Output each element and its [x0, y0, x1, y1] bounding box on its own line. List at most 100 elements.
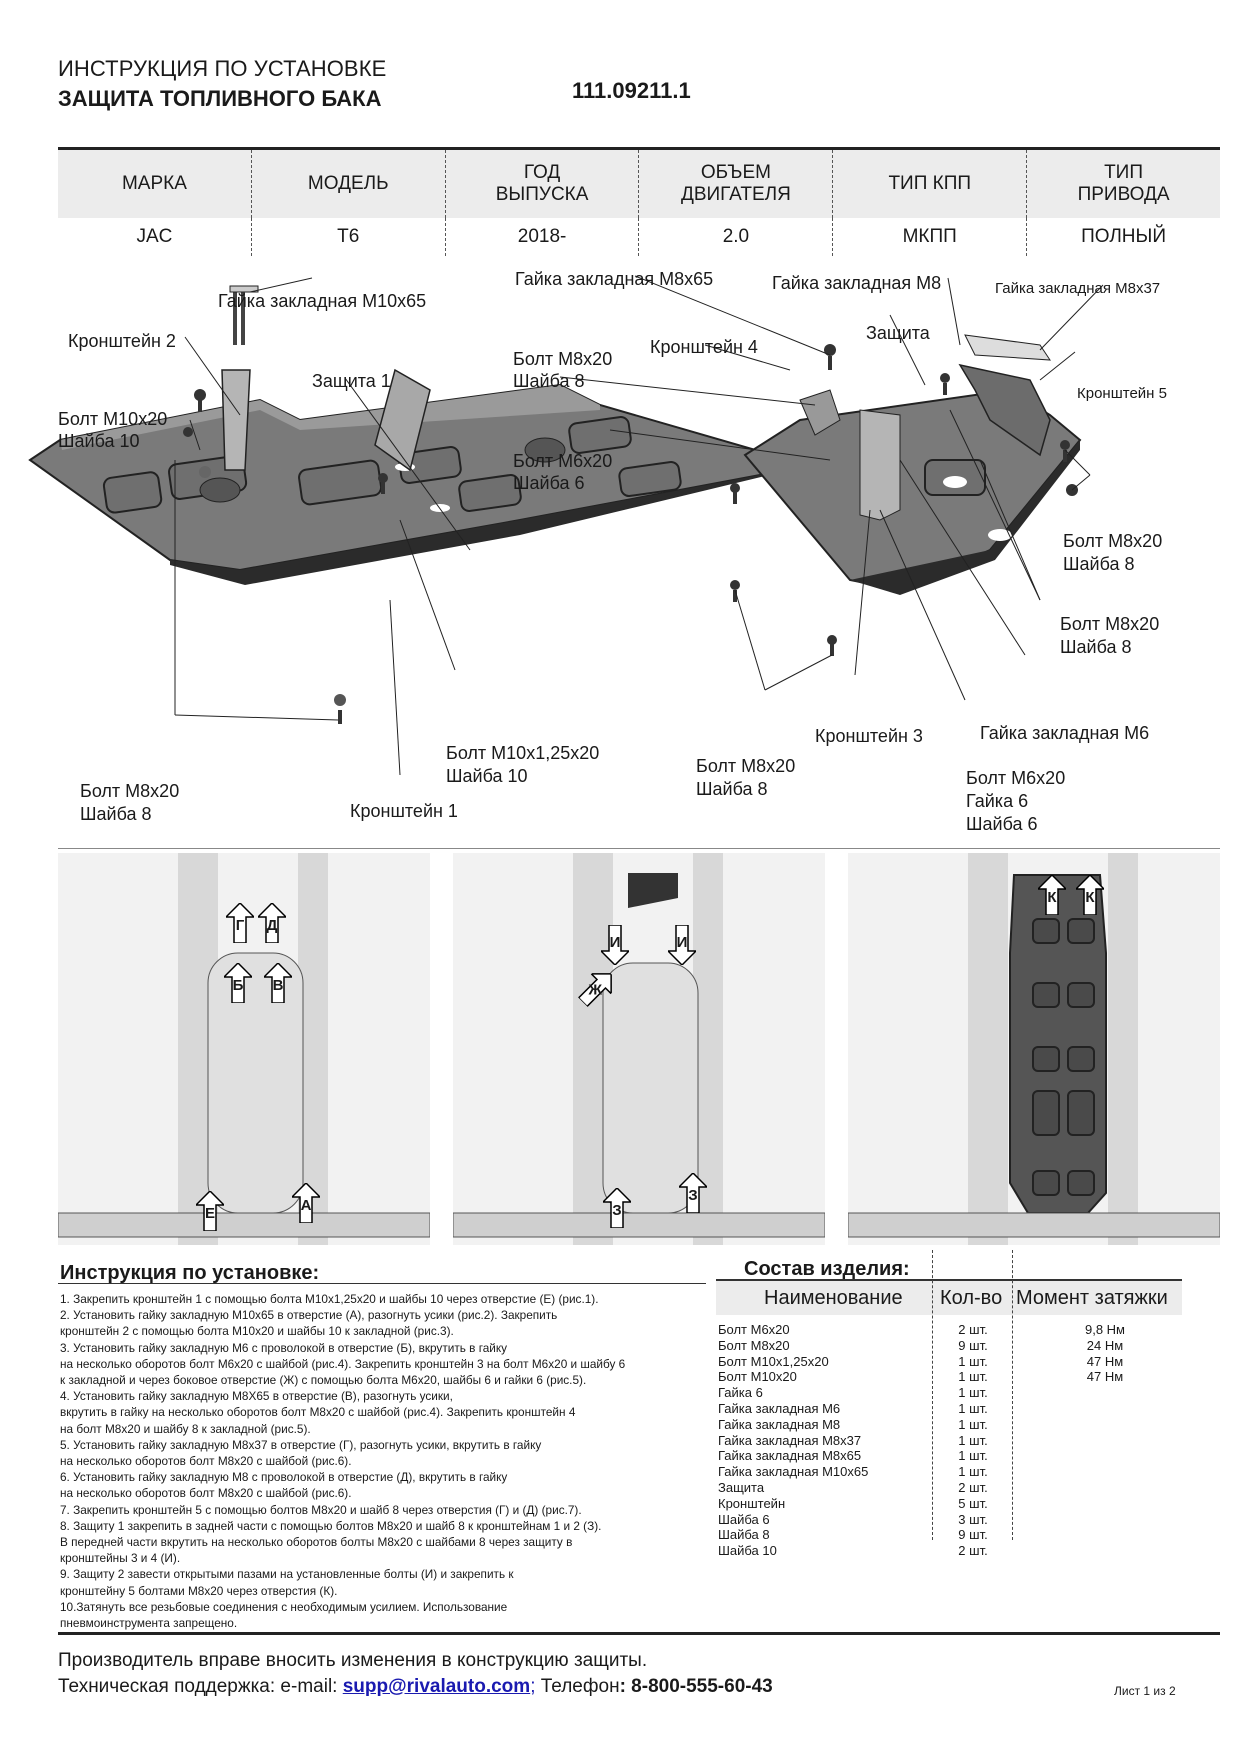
instruction-line: к закладной и через боковое отверстие (Ж…	[60, 1373, 587, 1388]
phone-label: Телефон	[535, 1676, 620, 1697]
label-washer-8-e: Шайба 8	[80, 804, 152, 824]
component-qty: 1 шт.	[958, 1353, 988, 1369]
label-washer-6-a: Шайба 6	[513, 473, 585, 493]
label-bolt-m10x20: Болт М10х20	[58, 409, 168, 429]
component-name: Шайба 8	[718, 1527, 770, 1543]
marker-arrow-k-right: К	[1074, 873, 1106, 916]
component-qty: 1 шт.	[958, 1385, 988, 1401]
component-name: Защита	[718, 1479, 765, 1495]
label-bracket-3: Кронштейн 3	[815, 726, 923, 746]
label-nut-m8x65: Гайка закладная М8х65	[515, 269, 714, 289]
marker-arrow-a: А	[290, 1181, 322, 1224]
component-qty: 9 шт.	[958, 1337, 988, 1353]
vehicle-spec-table: МАРКА МОДЕЛЬ ГОД ВЫПУСКА ОБЪЕМ ДВИГАТЕЛЯ…	[58, 150, 1220, 256]
label-bracket-4: Кронштейн 4	[650, 337, 758, 357]
label-bolt-m6x20-a: Болт М6х20	[513, 451, 613, 471]
label-washer-8-c: Шайба 8	[1060, 637, 1132, 657]
label-nut-m8x37: Гайка закладная М8х37	[995, 280, 1161, 297]
component-torque: 47 Нм	[1086, 1369, 1124, 1385]
component-torque: 47 Нм	[1086, 1353, 1124, 1369]
label-shield: Защита	[866, 323, 930, 343]
label-bolt-m8x20-a: Болт М8х20	[513, 349, 613, 369]
instruction-line: 8. Защиту 1 закрепить в задней части с п…	[60, 1518, 602, 1533]
spec-year: 2018-	[444, 218, 639, 256]
label-nut-m8: Гайка закладная М8	[772, 273, 942, 293]
component-qty: 1 шт.	[958, 1432, 988, 1448]
component-name: Гайка закладная М8х37	[718, 1432, 862, 1448]
component-name: Гайка закладная М10х65	[718, 1464, 869, 1480]
spec-drive: ПОЛНЫЙ	[1026, 218, 1220, 256]
instructions-rule	[58, 1283, 706, 1284]
instruction-line: 2. Установить гайку закладную М10х65 в о…	[60, 1308, 558, 1323]
support-line: Техническая поддержка: e-mail: supp@riva…	[58, 1676, 773, 1698]
component-name: Гайка закладная М8	[718, 1416, 841, 1432]
photo-step-b: И И Ж З З	[453, 853, 825, 1245]
instruction-line: 5. Установить гайку закладную М8х37 в от…	[60, 1437, 542, 1452]
label-bolt-m10x125x20: Болт М10х1,25х20	[446, 743, 600, 763]
marker-arrow-g: Г	[224, 901, 256, 944]
component-name: Гайка закладная М6	[718, 1400, 841, 1416]
label-shield-1: Защита 1	[312, 371, 391, 391]
components-rule	[716, 1279, 1182, 1281]
instruction-line: вкрутить в гайку на несколько оборотов б…	[60, 1405, 576, 1420]
component-name: Болт М8х20	[718, 1337, 790, 1353]
component-name: Шайба 6	[718, 1511, 770, 1527]
marker-arrow-k-left: К	[1036, 873, 1068, 916]
spec-brand: JAC	[136, 226, 173, 247]
product-title: ЗАЩИТА ТОПЛИВНОГО БАКА	[58, 86, 382, 111]
instruction-line: кронштейны 3 и 4 (И).	[60, 1551, 181, 1566]
marker-arrow-zh: Ж	[573, 964, 621, 1012]
spec-header-engine: ОБЪЕМ ДВИГАТЕЛЯ	[638, 150, 832, 218]
components-header-name: Наименование	[764, 1287, 903, 1309]
label-bracket-5: Кронштейн 5	[1077, 385, 1167, 402]
instruction-line: 4. Установить гайку закладную М8Х65 в от…	[60, 1389, 453, 1404]
shield-2-shape	[743, 334, 1082, 595]
instructions-list: 1. Закрепить кронштейн 1 с помощью болта…	[60, 1291, 720, 1631]
component-qty: 3 шт.	[958, 1511, 988, 1527]
support-email-link[interactable]: supp@rivalauto.com	[342, 1676, 531, 1697]
bracket-2-shape	[221, 369, 251, 471]
label-bracket-1: Кронштейн 1	[350, 801, 458, 821]
instruction-line: В передней части вкрутить на несколько о…	[60, 1535, 573, 1550]
instruction-line: кронштейн 2 с помощью болта М10х20 и шай…	[60, 1324, 454, 1339]
component-qty: 1 шт.	[958, 1369, 988, 1385]
label-nut-6: Гайка 6	[966, 791, 1029, 811]
instruction-line: 1. Закрепить кронштейн 1 с помощью болта…	[60, 1292, 599, 1306]
label-washer-6-b: Шайба 6	[966, 814, 1038, 834]
leader-lines	[174, 275, 1104, 776]
components-title: Состав изделия:	[744, 1258, 910, 1280]
undercarriage-image	[453, 853, 825, 1245]
spec-model: T6	[250, 218, 445, 256]
instruction-line: 7. Закрепить кронштейн 5 с помощью болто…	[60, 1502, 582, 1517]
component-qty: 2 шт.	[958, 1322, 988, 1337]
component-row: Гайка закладная М8х37 1 шт.	[716, 1433, 1182, 1449]
label-washer-10-a: Шайба 10	[58, 431, 140, 451]
spec-engine: 2.0	[638, 218, 832, 256]
label-bolt-m8x20-b: Болт М8х20	[1063, 531, 1163, 551]
component-qty: 2 шт.	[958, 1543, 988, 1559]
instruction-line: 9. Защиту 2 завести открытыми пазами на …	[60, 1567, 514, 1582]
instruction-line: 10.Затянуть все резьбовые соединения с н…	[60, 1599, 508, 1614]
photo-step-a: Г Д Б В Е А	[58, 853, 430, 1245]
label-nut-m10x65: Гайка закладная М10х65	[218, 291, 427, 311]
spec-gearbox: МКПП	[832, 218, 1026, 256]
component-qty: 1 шт.	[958, 1416, 988, 1432]
spec-header-row: МАРКА МОДЕЛЬ ГОД ВЫПУСКА ОБЪЕМ ДВИГАТЕЛЯ…	[58, 150, 1220, 218]
top-rule	[58, 147, 1220, 150]
instruction-line: кронштейну 5 болтами М8х20 через отверст…	[60, 1583, 338, 1598]
components-divider	[932, 1250, 933, 1540]
spec-value-row: JAC T6 2018- 2.0 МКПП ПОЛНЫЙ	[58, 218, 1220, 256]
component-name: Кронштейн	[718, 1495, 786, 1511]
components-header: Наименование Кол-во Момент затяжки	[716, 1281, 1182, 1315]
instruction-line: пневмоинструмента запрещено.	[60, 1616, 238, 1631]
